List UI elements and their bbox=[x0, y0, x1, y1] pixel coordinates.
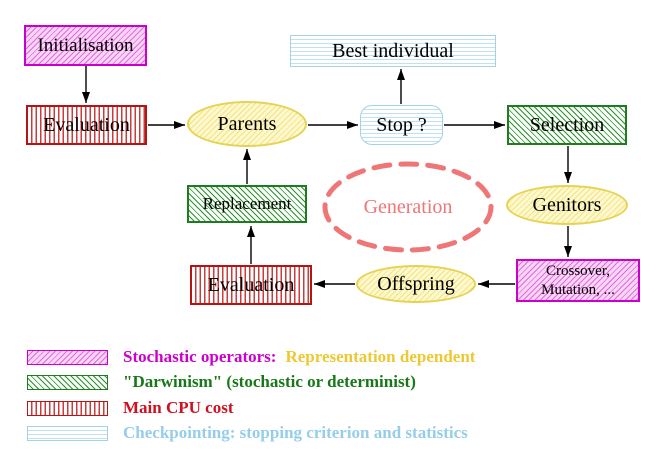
legend-swatch-main-cpu-cost bbox=[27, 400, 108, 416]
node-evaluation-top-label: Evaluation bbox=[43, 113, 130, 136]
node-offspring: Offspring bbox=[356, 265, 476, 303]
node-evaluation-bottom: Evaluation bbox=[190, 265, 312, 305]
node-parents: Parents bbox=[187, 101, 307, 147]
legend-label-representation-dependent: Representation dependent bbox=[285, 347, 476, 366]
node-evaluation-bottom-label: Evaluation bbox=[207, 273, 295, 296]
node-selection: Selection bbox=[507, 105, 627, 145]
node-offspring-label: Offspring bbox=[377, 272, 455, 295]
node-genitors: Genitors bbox=[506, 185, 628, 225]
legend-row-darwinism: "Darwinism" (stochastic or determinist) bbox=[27, 372, 416, 392]
node-best-individual: Best individual bbox=[290, 35, 496, 67]
legend-row-stochastic-operators: Stochastic operators: Representation dep… bbox=[27, 347, 475, 367]
node-crossover-mutation: Crossover, Mutation, ... bbox=[516, 259, 640, 302]
legend-swatch-checkpointing bbox=[27, 425, 108, 441]
node-generation: Generation bbox=[323, 163, 493, 251]
legend-label-darwinism: "Darwinism" (stochastic or determinist) bbox=[123, 372, 416, 391]
node-selection-label: Selection bbox=[529, 113, 605, 136]
legend-label-checkpointing: Checkpointing: stopping criterion and st… bbox=[123, 423, 468, 442]
legend-label-main-cpu-cost: Main CPU cost bbox=[123, 398, 234, 417]
node-generation-label: Generation bbox=[363, 195, 453, 218]
legend-row-checkpointing: Checkpointing: stopping criterion and st… bbox=[27, 423, 468, 443]
node-parents-label: Parents bbox=[217, 112, 277, 135]
node-initialisation-label: Initialisation bbox=[37, 34, 134, 56]
node-evaluation-top: Evaluation bbox=[26, 105, 147, 145]
legend-swatch-stochastic-operators bbox=[27, 349, 108, 365]
legend-swatch-darwinism bbox=[27, 374, 108, 390]
node-crossover-line1: Crossover, bbox=[546, 262, 610, 279]
legend-label-stochastic-operators: Stochastic operators: bbox=[123, 347, 277, 366]
node-crossover-line2: Mutation, ... bbox=[541, 281, 615, 298]
node-stop: Stop ? bbox=[360, 105, 443, 145]
node-stop-label: Stop ? bbox=[376, 113, 427, 136]
node-best-individual-label: Best individual bbox=[332, 39, 454, 62]
node-replacement: Replacement bbox=[187, 185, 307, 223]
node-initialisation: Initialisation bbox=[24, 25, 147, 66]
node-replacement-label: Replacement bbox=[202, 194, 292, 213]
legend-row-main-cpu-cost: Main CPU cost bbox=[27, 398, 233, 418]
node-genitors-label: Genitors bbox=[532, 193, 602, 216]
